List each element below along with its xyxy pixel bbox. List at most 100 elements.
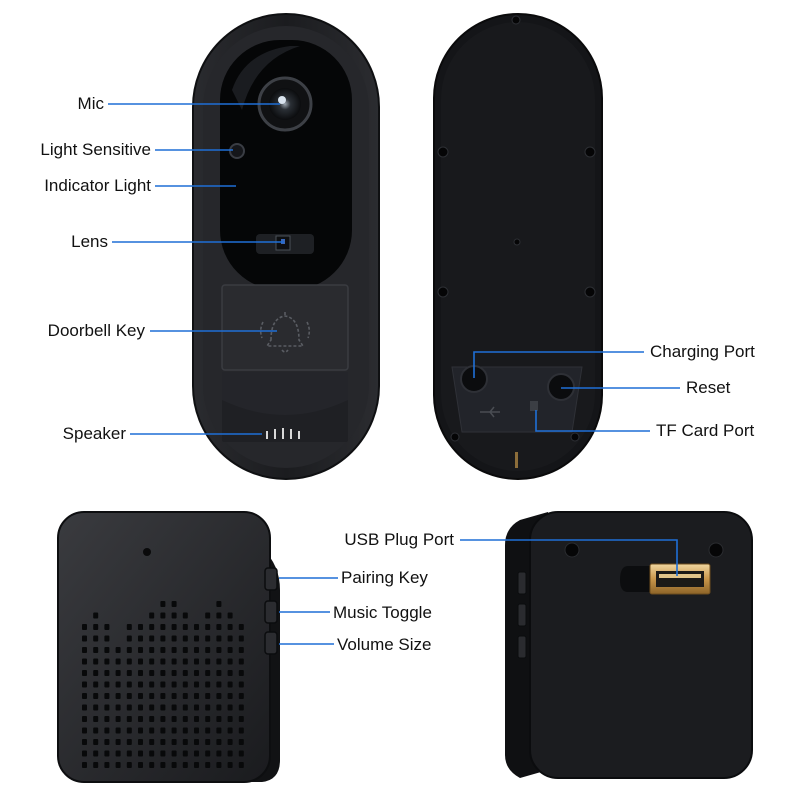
reset-button: [547, 373, 575, 401]
bell-icon: [259, 312, 311, 353]
grille-hole: [160, 727, 166, 734]
label-charging-port: Charging Port: [650, 342, 755, 361]
leader-usb-plug-port: [460, 539, 678, 576]
grille-hole: [82, 624, 87, 630]
speaker-grille: [266, 428, 300, 439]
grille-hole: [238, 693, 244, 699]
grille-hole: [182, 624, 188, 630]
grille-hole: [194, 624, 199, 630]
grille-hole: [216, 635, 222, 642]
grille-hole: [82, 681, 87, 688]
grille-hole: [82, 635, 87, 642]
grille-hole: [93, 624, 99, 630]
chime-back-screw-left: [564, 542, 580, 558]
leader-lines: [108, 103, 680, 645]
grille-hole: [104, 681, 110, 688]
grille-hole: [227, 704, 233, 711]
grille-hole: [227, 762, 233, 768]
grille-hole: [160, 612, 166, 619]
mount-holes: [437, 15, 596, 442]
grille-hole: [93, 739, 99, 745]
grille-hole: [160, 635, 166, 642]
grille-hole: [82, 670, 87, 676]
grille-hole: [227, 727, 233, 734]
grille-hole: [138, 693, 143, 699]
grille-hole: [160, 693, 166, 699]
grille-hole: [126, 670, 132, 676]
grille-hole: [126, 750, 132, 757]
grille-hole: [93, 762, 99, 768]
grille-hole: [126, 647, 132, 653]
grille-hole: [216, 647, 222, 653]
grille-hole: [138, 681, 143, 688]
chime-back-screw-right: [708, 542, 724, 558]
grille-hole: [238, 739, 244, 745]
grille-hole: [227, 693, 233, 699]
grille-hole: [227, 670, 233, 676]
grille-hole: [182, 612, 188, 619]
grille-hole: [205, 739, 211, 745]
label-indicator-light: Indicator Light: [44, 176, 151, 195]
grille-hole: [182, 727, 188, 734]
grille-hole: [238, 658, 244, 665]
grille-hole: [82, 704, 87, 711]
grille-hole: [149, 727, 155, 734]
grille-hole: [205, 762, 211, 768]
grille-hole: [93, 750, 99, 757]
chime-back: [505, 511, 753, 779]
grille-hole: [205, 727, 211, 734]
grille-hole: [138, 739, 143, 745]
grille-hole: [115, 750, 121, 757]
grille-hole: [216, 670, 222, 676]
grille-hole: [160, 658, 166, 665]
grille-hole: [216, 601, 222, 607]
lens-glass: [269, 88, 301, 120]
grille-hole: [93, 727, 99, 734]
grille-hole: [205, 635, 211, 642]
volume-size-button: [264, 631, 278, 655]
label-light-sensitive: Light Sensitive: [40, 140, 151, 159]
light-sensor: [229, 143, 245, 159]
grille-hole: [216, 658, 222, 665]
grille-hole: [194, 716, 199, 722]
grille-hole: [227, 612, 233, 619]
grille-hole: [182, 658, 188, 665]
grille-hole: [194, 739, 199, 745]
grille-hole: [182, 693, 188, 699]
grille-hole: [171, 681, 177, 688]
grille-hole: [160, 750, 166, 757]
lens-glint: [278, 96, 286, 104]
grille-hole: [227, 750, 233, 757]
grille-hole: [82, 716, 87, 722]
grille-hole: [115, 727, 121, 734]
label-volume-size: Volume Size: [337, 635, 432, 654]
leader-tf-card-port: [535, 410, 650, 432]
grille-hole: [171, 762, 177, 768]
grille-hole: [138, 647, 143, 653]
grille-hole: [138, 704, 143, 711]
grille-hole: [93, 612, 99, 619]
grille-hole: [160, 670, 166, 676]
grille-hole: [126, 635, 132, 642]
grille-hole: [138, 762, 143, 768]
grille-hole: [115, 762, 121, 768]
grille-hole: [194, 681, 199, 688]
grille-hole: [194, 704, 199, 711]
grille-hole: [149, 762, 155, 768]
grille-hole: [138, 670, 143, 676]
grille-hole: [216, 693, 222, 699]
chime-front: [57, 511, 280, 783]
grille-hole: [216, 716, 222, 722]
doorbell-front-glass: [220, 40, 352, 290]
grille-hole: [115, 716, 121, 722]
grille-hole: [104, 739, 110, 745]
grille-hole: [82, 750, 87, 757]
grille-hole: [171, 624, 177, 630]
grille-hole: [227, 647, 233, 653]
grille-hole: [227, 624, 233, 630]
grille-hole: [149, 716, 155, 722]
grille-hole: [160, 647, 166, 653]
grille-hole: [126, 704, 132, 711]
grille-hole: [149, 612, 155, 619]
